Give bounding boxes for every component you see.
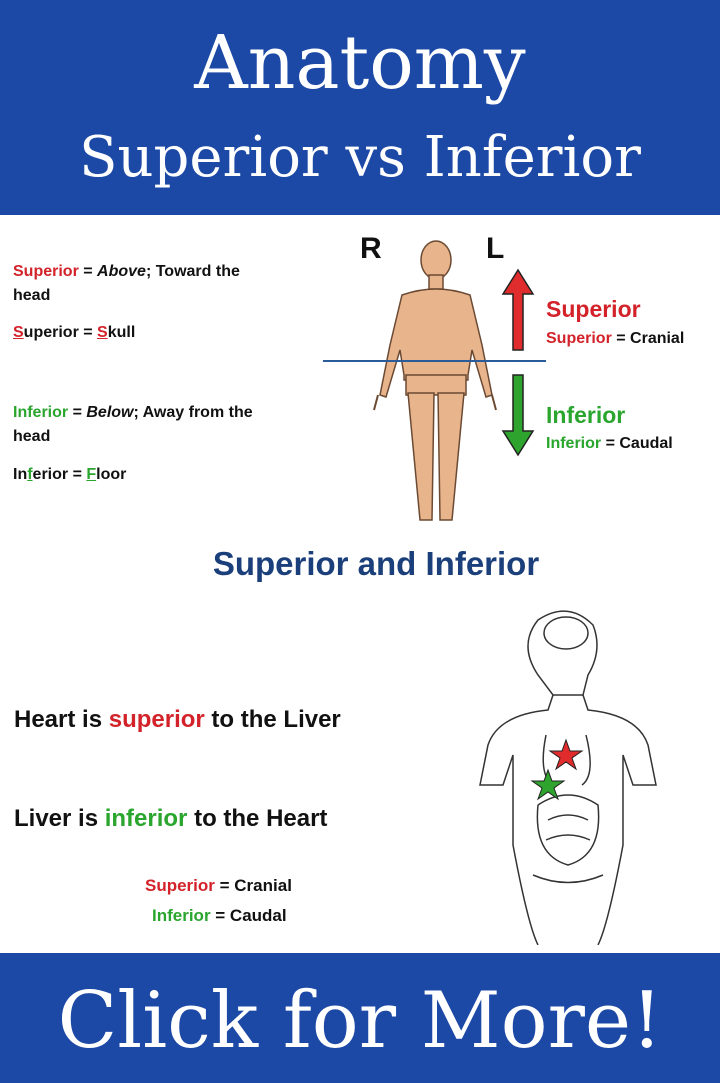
arrow-down-icon <box>501 374 535 457</box>
liver-star-icon <box>530 768 566 801</box>
superior-cranial-note: Superior = Cranial <box>145 876 292 895</box>
human-figure <box>373 240 497 521</box>
heart-sentence: Heart is superior to the Liver <box>14 706 341 733</box>
inferior-caudal-note: Inferior = Caudal <box>152 906 287 925</box>
subtitle: Superior vs Inferior <box>79 125 641 190</box>
superior-title: Superior <box>546 296 641 322</box>
title: Anatomy <box>194 20 526 106</box>
midline <box>323 360 546 362</box>
inferior-mnemonic: Inferior = Floor <box>13 466 127 483</box>
click-for-more-banner[interactable]: Click for More! <box>0 950 720 1083</box>
click-for-more-button[interactable]: Click for More! <box>57 976 663 1066</box>
inferior-title: Inferior <box>546 402 626 428</box>
heart-star-icon <box>548 738 584 771</box>
superior-cranial: Superior = Cranial <box>546 330 685 347</box>
liver-sentence: Liver is inferior to the Heart <box>14 805 328 832</box>
superior-definition: Superior = Above; Toward the head <box>13 263 240 304</box>
arrow-up-icon <box>501 268 535 351</box>
superior-mnemonic: Superior = Skull <box>13 324 136 341</box>
section-heading: Superior and Inferior <box>212 545 540 582</box>
title-banner: Anatomy Superior vs Inferior <box>0 0 720 215</box>
torso-organs-diagram <box>479 610 657 945</box>
left-label: L <box>486 232 505 265</box>
inferior-definition: Inferior = Below; Away from the head <box>13 404 253 445</box>
right-label: R <box>360 232 382 265</box>
inferior-caudal: Inferior = Caudal <box>546 435 673 452</box>
